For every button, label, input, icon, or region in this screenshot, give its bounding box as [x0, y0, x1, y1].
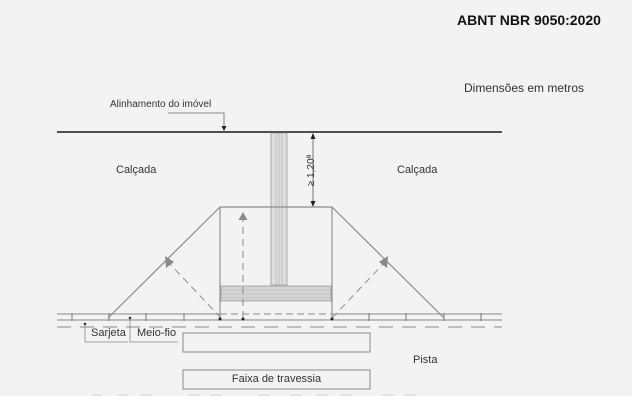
- sidewalk-right-label: Calçada: [397, 164, 438, 176]
- property-alignment-label: Alinhamento do imóvel: [110, 99, 212, 110]
- slope-arrow-right-icon: [379, 256, 388, 268]
- tactile-warning-strip: [220, 285, 332, 302]
- property-alignment-leader: [168, 112, 225, 128]
- gutter-label: Sarjeta: [91, 327, 126, 339]
- slope-arrow-left-icon: [165, 256, 174, 268]
- min-dimension-label: ≥ 1,20ª: [306, 154, 318, 187]
- dimension-arrow-top-icon: [310, 133, 316, 139]
- left-ramp-flare: [107, 206, 221, 319]
- units-note: Dimensões em metros: [464, 81, 585, 95]
- crosswalk-bar-1: [182, 332, 371, 353]
- dimension-arrow-bottom-icon: [310, 201, 316, 207]
- crosswalk-bar-2: [182, 369, 371, 390]
- slope-arrow-center-icon: [238, 212, 248, 220]
- crosswalk-label: Faixa de travessia: [231, 373, 322, 385]
- roadway-label: Pista: [413, 354, 438, 366]
- property-alignment-arrow-icon: [221, 126, 227, 131]
- curb-label: Meio-fio: [137, 327, 177, 339]
- standard-title: ABNT NBR 9050:2020: [457, 12, 601, 28]
- right-ramp-flare: [331, 206, 445, 319]
- diagram-canvas: ABNT NBR 9050:2020 Dimensões em metros A…: [0, 0, 632, 396]
- sidewalk-left-label: Calçada: [116, 164, 157, 176]
